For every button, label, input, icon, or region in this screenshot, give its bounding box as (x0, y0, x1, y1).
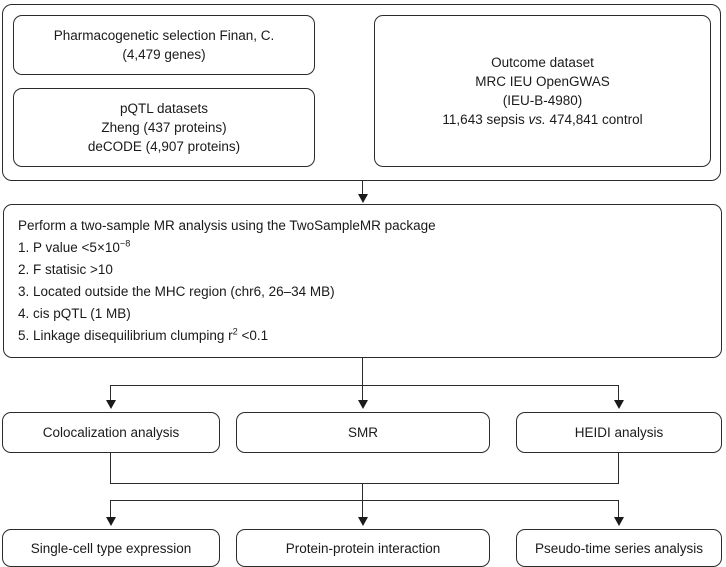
criteria-1-superscript: −8 (119, 238, 131, 249)
criteria-item-1: 1. P value <5×10−8 (18, 238, 130, 257)
criteria-1-text: P value <5×10 (29, 240, 120, 255)
box-outcome-dataset[interactable]: Outcome dataset MRC IEU OpenGWAS (IEU-B-… (374, 15, 711, 167)
connector-sources-to-analysis (362, 181, 363, 196)
connector-to-single-cell (110, 500, 111, 519)
arrowhead-to-pseudotime (614, 517, 624, 526)
pqtl-datasets-line-3: deCODE (4,907 proteins) (87, 139, 241, 154)
pseudo-time-series-analysis-label: Pseudo-time series analysis (534, 540, 704, 556)
box-mr-analysis-criteria[interactable]: Perform a two-sample MR analysis using t… (3, 204, 722, 358)
heidi-analysis-label: HEIDI analysis (574, 425, 664, 440)
connector-analysis-to-coloc (110, 385, 111, 402)
criteria-item-2: 2. F statisic >10 (18, 260, 113, 279)
colocalization-analysis-label: Colocalization analysis (42, 425, 180, 440)
arrowhead-to-ppi (358, 517, 368, 526)
connector-to-pseudotime (618, 500, 619, 519)
pqtl-datasets-line-1: pQTL datasets (119, 101, 209, 116)
arrowhead-to-heidi (614, 400, 624, 409)
criteria-5-number: 5. (18, 328, 30, 343)
box-pqtl-datasets[interactable]: pQTL datasets Zheng (437 proteins) deCOD… (13, 88, 315, 167)
arrowhead-to-coloc (106, 400, 116, 409)
outcome-dataset-line-3: (IEU-B-4980) (502, 93, 583, 108)
box-pseudo-time-series-analysis[interactable]: Pseudo-time series analysis (516, 529, 722, 567)
connector-methods-collector-bus (110, 483, 619, 484)
criteria-item-3: 3. Located outside the MHC region (chr6,… (18, 282, 335, 301)
connector-analysis-to-heidi (618, 385, 619, 402)
arrowhead-to-single-cell (106, 517, 116, 526)
criteria-4-text: cis pQTL (1 MB) (29, 306, 131, 321)
outcome-controls-text: 474,841 control (545, 112, 643, 127)
criteria-heading: Perform a two-sample MR analysis using t… (18, 218, 436, 233)
outcome-versus-text: vs. (528, 112, 546, 127)
connector-analysis-distributor (110, 385, 619, 386)
connector-downstream-distributor (110, 500, 619, 501)
protein-protein-interaction-label: Protein-protein interaction (285, 540, 441, 556)
criteria-5-superscript: 2 (232, 326, 238, 337)
arrowhead-sources-to-analysis (358, 194, 368, 203)
outcome-dataset-line-2: MRC IEU OpenGWAS (475, 74, 610, 89)
connector-to-ppi (362, 500, 363, 519)
box-exposure-selection[interactable]: Pharmacogenetic selection Finan, C. (4,4… (13, 15, 315, 75)
smr-label: SMR (348, 425, 378, 440)
connector-coloc-down (110, 453, 111, 483)
exposure-selection-line-1: Pharmacogenetic selection Finan, C. (53, 28, 275, 43)
outcome-dataset-line-4: 11,643 sepsis vs. 474,841 control (442, 110, 642, 129)
arrowhead-to-smr (358, 400, 368, 409)
criteria-5-text-after: <0.1 (237, 328, 269, 343)
criteria-3-number: 3. (18, 284, 30, 299)
criteria-item-4: 4. cis pQTL (1 MB) (18, 304, 131, 323)
connector-collector-stem (362, 483, 363, 500)
box-single-cell-type-expression[interactable]: Single-cell type expression (2, 529, 220, 567)
pqtl-datasets-line-2: Zheng (437 proteins) (101, 120, 227, 135)
box-colocalization-analysis[interactable]: Colocalization analysis (2, 412, 220, 453)
outcome-dataset-line-1: Outcome dataset (491, 55, 594, 70)
box-protein-protein-interaction[interactable]: Protein-protein interaction (236, 529, 490, 567)
criteria-4-number: 4. (18, 306, 30, 321)
outcome-cases-text: 11,643 sepsis (442, 112, 529, 127)
criteria-2-number: 2. (18, 262, 30, 277)
connector-analysis-stem (362, 358, 363, 385)
criteria-5-text: Linkage disequilibrium clumping r (29, 328, 233, 343)
single-cell-type-expression-label: Single-cell type expression (30, 540, 192, 556)
exposure-selection-line-2: (4,479 genes) (122, 47, 206, 62)
connector-analysis-to-smr (362, 385, 363, 402)
box-smr[interactable]: SMR (236, 412, 490, 453)
criteria-1-number: 1. (18, 240, 30, 255)
criteria-item-5: 5. Linkage disequilibrium clumping r2 <0… (18, 326, 268, 345)
connector-heidi-down (618, 453, 619, 483)
box-heidi-analysis[interactable]: HEIDI analysis (516, 412, 722, 453)
criteria-3-text: Located outside the MHC region (chr6, 26… (29, 284, 335, 299)
criteria-2-text: F statisic >10 (29, 262, 113, 277)
